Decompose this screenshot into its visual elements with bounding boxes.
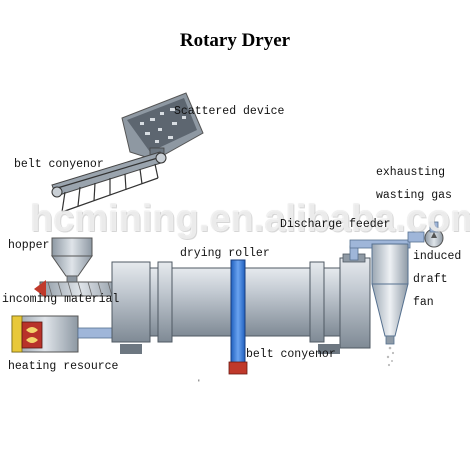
cyclone-collector	[371, 243, 409, 367]
label-exhausting: exhausting	[376, 166, 446, 179]
label-scattered-device: Scattered device	[174, 105, 285, 118]
label-hopper: hopper	[8, 239, 50, 252]
heating-resource	[11, 315, 117, 353]
induced-draft-fan	[407, 221, 444, 248]
watermark: hcmining.en.alibaba.com	[30, 198, 470, 240]
belt-conveyor-bottom	[228, 259, 248, 375]
label-draft: draft	[413, 273, 448, 286]
belt-conveyor-top	[51, 151, 167, 213]
label-discharge-feeder: Discharge feeder	[280, 218, 391, 231]
label-drying-roller: drying roller	[180, 247, 270, 260]
hopper	[51, 237, 93, 285]
label-fan: fan	[413, 296, 434, 309]
label-incoming-material: incoming material	[2, 293, 120, 306]
label-wasting-gas: wasting gas	[376, 189, 452, 202]
drying-roller	[111, 253, 371, 354]
label-induced: induced	[413, 250, 462, 263]
small-mark: '	[198, 378, 200, 388]
scattered-device	[121, 92, 204, 163]
label-belt-conveyor-bottom: belt conyenor	[246, 348, 336, 361]
label-belt-conveyor-top: belt conyenor	[14, 158, 104, 171]
label-heating-resource: heating resource	[8, 360, 119, 373]
diagram-title: Rotary Dryer	[179, 30, 291, 51]
screw-feeder	[34, 280, 121, 298]
